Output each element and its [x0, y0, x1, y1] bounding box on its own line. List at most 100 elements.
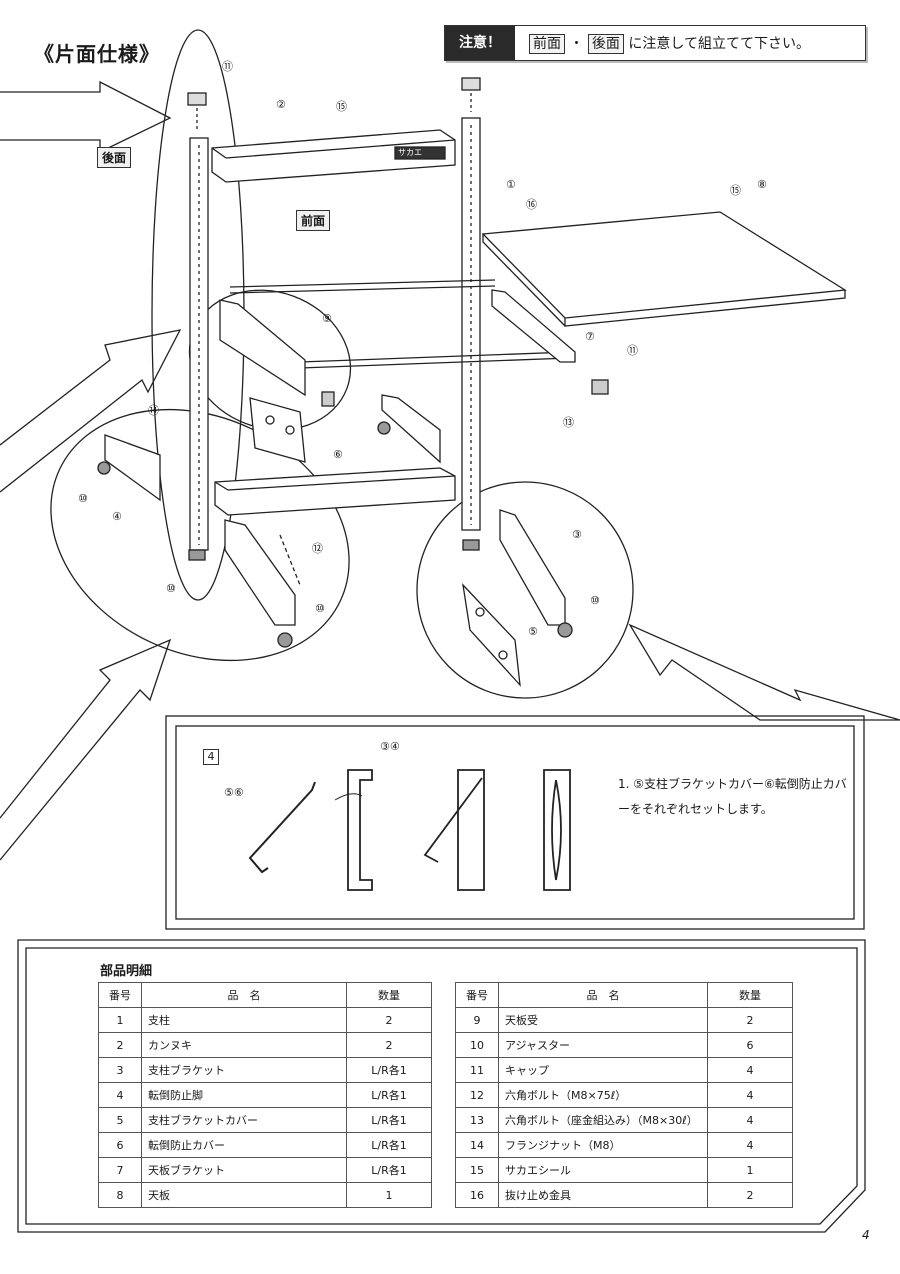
arrow-to-bracket-detail: [0, 329, 182, 493]
notice-back: 後面: [587, 34, 624, 54]
step-label-right: ③④: [380, 740, 400, 753]
cap-back: [187, 92, 207, 106]
right-foot-circle: [416, 481, 634, 699]
notice-separator: ・: [569, 36, 584, 52]
callout-12: ⑫: [312, 542, 323, 555]
cell-qty: 4: [707, 1082, 793, 1108]
cell-no: 11: [455, 1057, 499, 1083]
cell-qty: 4: [707, 1107, 793, 1133]
table-top: [481, 211, 847, 319]
notice-box: 注意！ 前面 ・ 後面 に注意して組立てて下さい。: [444, 25, 866, 61]
cell-name: 六角ボルト（座金組込み）（M8×30ℓ）: [498, 1107, 708, 1133]
rod-lower: [299, 351, 571, 363]
cell-qty: L/R各1: [346, 1157, 432, 1183]
step-number: 4: [203, 749, 219, 765]
cell-name: キャップ: [498, 1057, 708, 1083]
cell-no: 1: [98, 1007, 142, 1033]
callout-6: ⑥: [333, 448, 343, 461]
bracket-mid: [381, 394, 441, 464]
callout-10b: ⑩: [166, 582, 176, 595]
callout-1: ①: [506, 178, 516, 191]
cell-qty: 6: [707, 1032, 793, 1058]
cell-name: 転倒防止カバー: [141, 1132, 347, 1158]
cap-front: [461, 77, 481, 91]
header-name: 品 名: [141, 982, 347, 1008]
callout-11b: ⑪: [627, 344, 638, 357]
channel-part-3: [543, 769, 571, 891]
hook-part: [248, 781, 316, 874]
cell-name: フランジナット（M8）: [498, 1132, 708, 1158]
cell-qty: 2: [346, 1007, 432, 1033]
cell-no: 4: [98, 1082, 142, 1108]
cell-qty: 1: [346, 1182, 432, 1208]
arrow-to-back-post: [0, 80, 172, 154]
cell-no: 7: [98, 1157, 142, 1183]
page-title: 《片面仕様》: [34, 42, 160, 66]
cell-name: 支柱ブラケット: [141, 1057, 347, 1083]
cell-name: 六角ボルト（M8×75ℓ）: [498, 1082, 708, 1108]
cell-no: 8: [98, 1182, 142, 1208]
cell-no: 9: [455, 1007, 499, 1033]
callout-4: ④: [112, 510, 122, 523]
header-no: 番号: [455, 982, 499, 1008]
callout-10d: ⑩: [590, 594, 600, 607]
cell-no: 6: [98, 1132, 142, 1158]
callout-11: ⑪: [222, 60, 233, 73]
cell-name: 天板ブラケット: [141, 1157, 347, 1183]
cell-qty: L/R各1: [346, 1107, 432, 1133]
callout-7: ⑦: [585, 330, 595, 343]
channel-part-2: [423, 769, 485, 891]
brand-sticker-text: サカエ: [398, 148, 422, 157]
bracket-right: [499, 509, 566, 626]
step-frame-outer: [165, 715, 865, 930]
callout-3: ③: [572, 528, 582, 541]
callout-10a: ⑩: [78, 492, 88, 505]
notice-front: 前面: [529, 34, 565, 54]
bracket-cover-upper: [219, 299, 306, 397]
foot-leg-left: [104, 434, 161, 502]
arrow-to-foot-detail: [0, 638, 172, 861]
cell-qty: 1: [707, 1157, 793, 1183]
cell-name: 抜け止め金具: [498, 1182, 708, 1208]
cell-name: 転倒防止脚: [141, 1082, 347, 1108]
step-note: 1. ⑤支柱ブラケットカバー⑥転倒防止カバーをそれぞれセットします。: [618, 777, 847, 816]
rod-upper: [229, 279, 496, 288]
notice-rest: に注意して組立てて下さい。: [628, 36, 810, 52]
cell-qty: 2: [346, 1032, 432, 1058]
cell-name: カンヌキ: [141, 1032, 347, 1058]
arrow-from-detail: [628, 623, 900, 721]
notice-label: 注意！: [445, 26, 515, 60]
cell-qty: 4: [707, 1132, 793, 1158]
label-back: 後面: [97, 147, 132, 168]
table-header-row: 番号 品 名 数量: [455, 982, 793, 1008]
page-number: 4: [862, 1228, 870, 1242]
crossbar-top: [211, 129, 456, 183]
cell-qty: 2: [707, 1182, 793, 1208]
table-bracket: [491, 289, 576, 363]
cell-qty: L/R各1: [346, 1082, 432, 1108]
cell-name: サカエシール: [498, 1157, 708, 1183]
cell-no: 16: [455, 1182, 499, 1208]
cell-qty: L/R各1: [346, 1132, 432, 1158]
parts-frame-outer: [17, 939, 866, 1233]
header-qty: 数量: [346, 982, 432, 1008]
callout-5: ⑤: [528, 625, 538, 638]
cell-qty: L/R各1: [346, 1057, 432, 1083]
cover-plate-right: [462, 583, 521, 687]
cell-qty: 2: [707, 1007, 793, 1033]
cell-no: 10: [455, 1032, 499, 1058]
cell-qty: 4: [707, 1057, 793, 1083]
step-label-left: ⑤⑥: [224, 786, 244, 799]
